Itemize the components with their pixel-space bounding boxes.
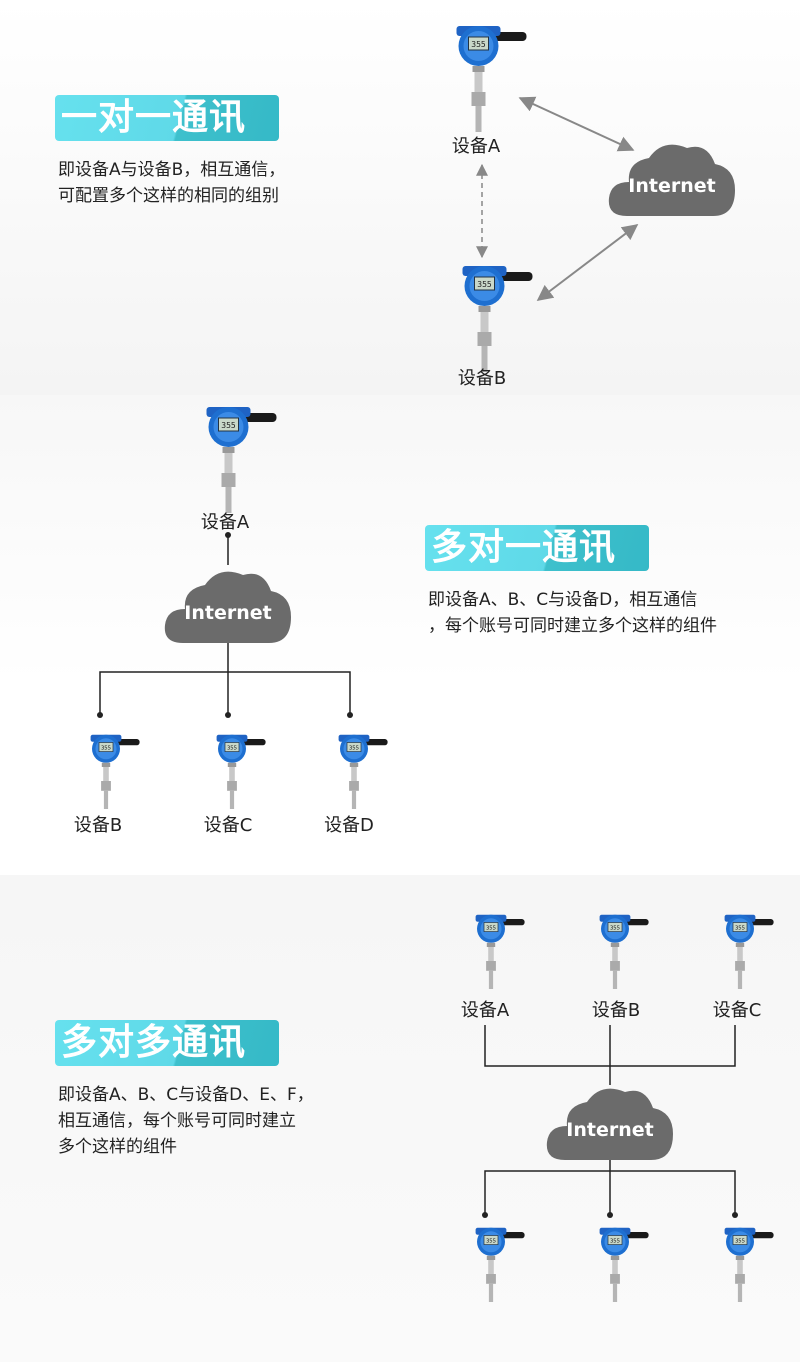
desc-line: 可配置多个这样的相同的组别 (58, 186, 279, 206)
device-icon (452, 262, 537, 372)
device-icon (446, 22, 531, 132)
device-label: 设备B (457, 368, 507, 389)
device-icon (470, 1225, 526, 1302)
device-label: 设备A (200, 512, 250, 533)
cloud-label: Internet (628, 175, 716, 197)
desc-line: 即设备A与设备B，相互通信， (58, 160, 286, 180)
section-title: 一对一通讯 (55, 95, 279, 141)
internet-cloud: Internet (545, 1082, 675, 1162)
section-title: 多对多通讯 (55, 1020, 279, 1066)
device-label: 设备C (203, 815, 253, 836)
device-icon (333, 732, 389, 809)
section-description: 即设备A、B、C与设备D，相互通信 ，每个账号可同时建立多个这样的组件 (428, 587, 717, 639)
connection-lines (97, 532, 353, 718)
device-icon (470, 912, 526, 989)
section-description: 即设备A与设备B，相互通信， 可配置多个这样的相同的组别 (58, 157, 285, 209)
device-icon (594, 912, 650, 989)
internet-cloud: Internet (607, 138, 737, 218)
device-label: 设备A (451, 136, 501, 157)
connection-lines (476, 96, 639, 301)
device-label: 设备D (324, 815, 374, 836)
connection-lines (482, 1025, 738, 1218)
section-many-to-many: 多对多通讯 即设备A、B、C与设备D、E、F， 相互通信，每个账号可同时建立 多… (0, 875, 800, 1362)
device-icon (196, 403, 281, 513)
device-label: 设备B (73, 815, 123, 836)
device-label: 设备A (460, 1000, 510, 1021)
section-one-to-one: 一对一通讯 即设备A与设备B，相互通信， 可配置多个这样的相同的组别 设备A 设… (0, 0, 800, 395)
section-title: 多对一通讯 (425, 525, 649, 571)
device-icon (211, 732, 267, 809)
internet-cloud: Internet (163, 565, 293, 645)
desc-line: 多个这样的组件 (58, 1137, 177, 1157)
device-icon (85, 732, 141, 809)
desc-line: ，每个账号可同时建立多个这样的组件 (428, 616, 717, 636)
desc-line: 即设备A、B、C与设备D，相互通信 (428, 590, 698, 610)
desc-line: 即设备A、B、C与设备D、E、F， (58, 1085, 314, 1105)
device-icon (594, 1225, 650, 1302)
cloud-label: Internet (184, 602, 272, 624)
device-icon (719, 912, 775, 989)
cloud-label: Internet (566, 1119, 654, 1141)
desc-line: 相互通信，每个账号可同时建立 (58, 1111, 296, 1131)
device-label: 设备B (591, 1000, 641, 1021)
section-many-to-one: 多对一通讯 即设备A、B、C与设备D，相互通信 ，每个账号可同时建立多个这样的组… (0, 395, 800, 875)
device-label: 设备C (712, 1000, 762, 1021)
device-icon (719, 1225, 775, 1302)
section-description: 即设备A、B、C与设备D、E、F， 相互通信，每个账号可同时建立 多个这样的组件 (58, 1082, 314, 1160)
